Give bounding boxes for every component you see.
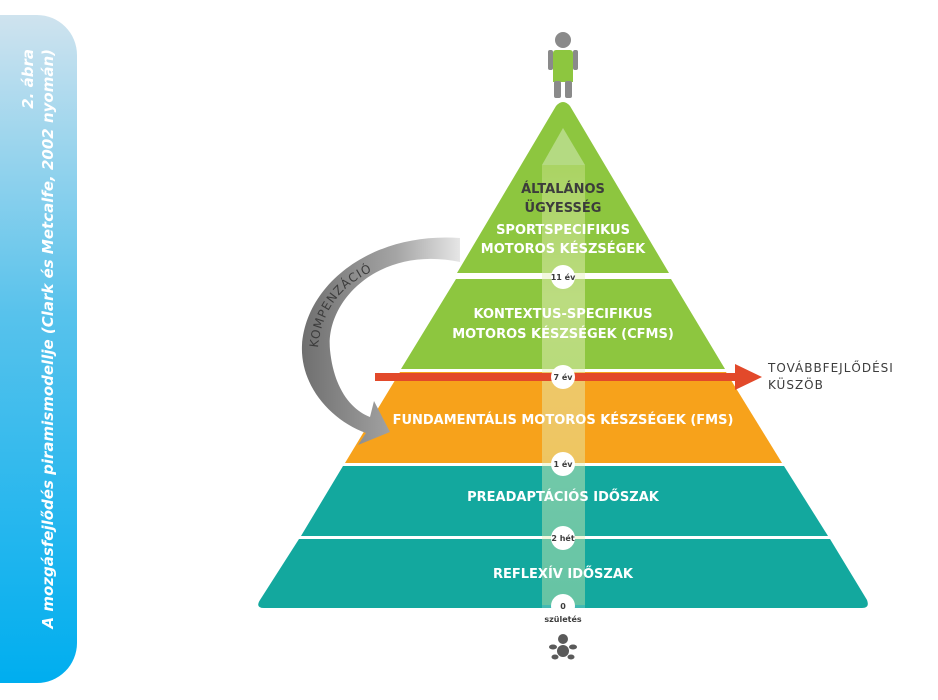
age-marker-2weeks: 2 hét xyxy=(551,526,575,550)
baby-icon xyxy=(549,634,577,660)
threshold-label-line1: TOVÁBBFEJLŐDÉSI xyxy=(767,360,894,375)
level-context-line2: MOTOROS KÉSZSÉGEK (CFMS) xyxy=(452,326,674,342)
age-marker-11: 11 év xyxy=(551,265,576,289)
level-sport-line1: SPORTSPECIFIKUS xyxy=(496,223,630,238)
age-label-1: 1 év xyxy=(554,459,574,469)
level-context-line1: KONTEXTUS-SPECIFIKUS xyxy=(473,307,652,322)
level-reflex: REFLEXÍV IDŐSZAK xyxy=(493,566,634,582)
age-marker-1: 1 év xyxy=(551,452,575,476)
age-label-2weeks: 2 hét xyxy=(551,533,574,543)
level-general-line1: ÁLTALÁNOS xyxy=(521,181,605,197)
figure-side-tab xyxy=(0,15,77,683)
level-fms: FUNDAMENTÁLIS MOTOROS KÉSZSÉGEK (FMS) xyxy=(393,412,734,428)
birth-label: születés xyxy=(544,614,582,624)
age-marker-0: 0 xyxy=(551,594,575,618)
level-general-line2: ÜGYESSÉG xyxy=(525,200,602,216)
compensation-arrow xyxy=(301,237,460,445)
level-preadapt: PREADAPTÁCIÓS IDŐSZAK xyxy=(467,489,660,505)
threshold-label-line2: KÜSZÖB xyxy=(768,376,824,392)
age-marker-7: 7 év xyxy=(551,365,575,389)
age-label-7: 7 év xyxy=(554,372,574,382)
age-label-0: 0 xyxy=(560,602,566,611)
age-label-11: 11 év xyxy=(551,272,576,282)
level-sport-line2: MOTOROS KÉSZSÉGEK xyxy=(481,241,646,257)
adult-figure-icon xyxy=(548,32,578,98)
